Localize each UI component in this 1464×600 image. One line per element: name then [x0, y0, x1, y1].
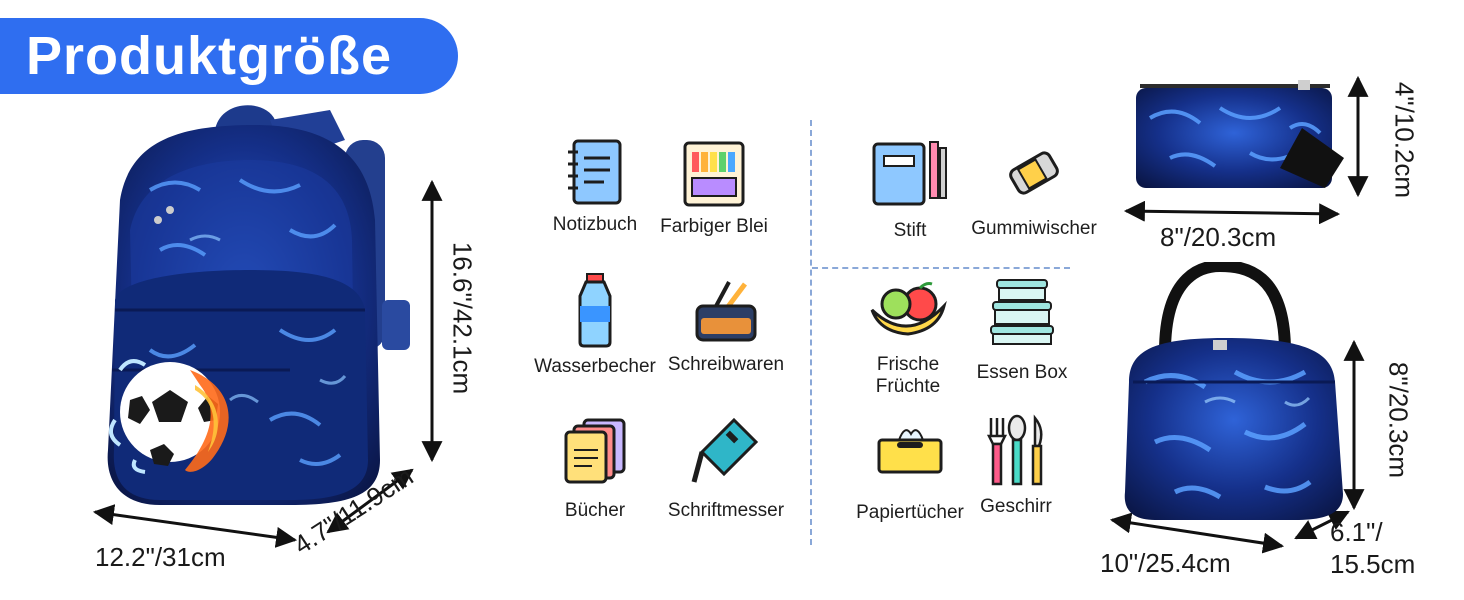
item-label: Gummiwischer [971, 218, 1097, 239]
lunch-bag-image [1115, 262, 1355, 532]
backpack-width-label: 12.2"/31cm [95, 542, 226, 572]
item-notebook: Notizbuch [515, 138, 675, 236]
item-cutlery: Geschirr [936, 414, 1096, 518]
item-food-box: Essen Box [942, 276, 1102, 384]
pen-icon [870, 138, 950, 208]
books-icon [560, 416, 630, 486]
food-box-icon [989, 276, 1055, 346]
item-label: Essen Box [976, 362, 1068, 383]
item-stationery: Schreibwaren [646, 278, 806, 376]
item-label: Schreibwaren [667, 354, 785, 375]
pencil-case-width-label: 8"/20.3cm [1160, 222, 1277, 252]
item-colored-pencils: Farbiger Blei [634, 140, 794, 238]
item-tissue-box: Papiertücher [830, 424, 990, 524]
lunch-bag-depth-label: 6.1"/ 15.5cm [1330, 517, 1416, 579]
item-utility-knife: Schriftmesser [646, 414, 806, 522]
tissue-box-icon [875, 424, 945, 476]
item-fruit: Frische Früchte [828, 280, 988, 398]
divider-horizontal [812, 267, 1070, 269]
item-label: Notizbuch [552, 214, 638, 235]
item-eraser: Gummiwischer [954, 148, 1114, 240]
water-bottle-icon [574, 272, 616, 348]
item-label: Stift [893, 220, 927, 241]
item-books: Bücher [515, 416, 675, 522]
eraser-icon [1004, 148, 1064, 198]
pencil-case-height-label: 4"/10.2cm [1389, 81, 1420, 199]
item-label: Schriftmesser [667, 500, 785, 521]
lunch-bag-width-label: 10"/25.4cm [1100, 548, 1231, 578]
item-label: Frische Früchte [875, 354, 941, 397]
fruit-icon [868, 280, 948, 340]
page-title: Produktgröße [26, 26, 393, 86]
item-label: Geschirr [980, 496, 1052, 517]
backpack-image [90, 100, 420, 520]
notebook-icon [566, 138, 624, 208]
item-pen: Stift [830, 138, 990, 242]
item-label: Papiertücher [856, 502, 964, 523]
pencil-case-image [1130, 78, 1350, 198]
colored-pencils-icon [682, 140, 746, 208]
divider-vertical [810, 120, 812, 545]
item-label: Wasserbecher [534, 356, 656, 377]
stationery-icon [693, 278, 759, 344]
item-water-bottle: Wasserbecher [515, 272, 675, 378]
backpack-height-label: 16.6"/42.1cm [447, 241, 478, 395]
item-label: Bücher [564, 500, 626, 521]
cutlery-icon [981, 414, 1051, 486]
item-label: Farbiger Blei [660, 216, 768, 237]
utility-knife-icon [690, 414, 762, 486]
lunch-bag-height-label: 8"/20.3cm [1383, 361, 1414, 479]
title-banner [0, 18, 458, 94]
